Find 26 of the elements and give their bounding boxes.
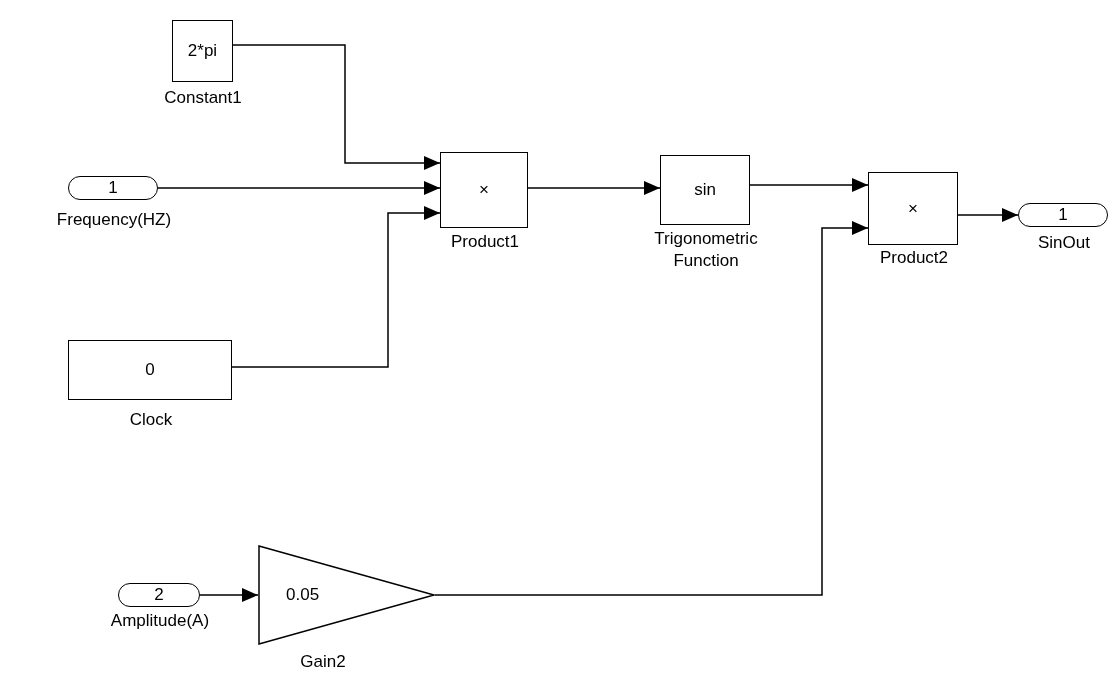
block-label: 1: [1058, 205, 1068, 225]
block-name: Constant1: [163, 87, 243, 109]
block-label: ×: [908, 198, 918, 219]
block-label: 0.05: [286, 585, 320, 605]
block-name: Product1: [449, 231, 520, 253]
block-name: Amplitude(A): [109, 610, 211, 632]
block-label: 2*pi: [187, 41, 218, 61]
block-name: Gain2: [299, 651, 347, 673]
signal-arrow: [232, 44, 441, 170]
block-name: Clock: [128, 409, 174, 431]
block-label: 1: [108, 178, 118, 198]
signal-arrow: [434, 221, 869, 596]
block-label: ×: [479, 180, 489, 200]
block-name: SinOut: [1037, 232, 1091, 254]
block-name: Product2: [878, 247, 949, 269]
signal-arrow: [157, 181, 441, 195]
block-name: Trigonometric Function: [653, 228, 759, 272]
block-label: 0: [145, 360, 155, 380]
signal-arrow: [527, 181, 661, 195]
signal-arrow: [957, 208, 1019, 222]
signal-arrow: [199, 588, 259, 602]
block-name: Frequency(HZ): [55, 209, 173, 231]
signal-arrow: [749, 178, 869, 192]
block-label: sin: [694, 180, 716, 200]
signal-arrow: [231, 206, 441, 368]
block-label: 2: [154, 585, 164, 605]
